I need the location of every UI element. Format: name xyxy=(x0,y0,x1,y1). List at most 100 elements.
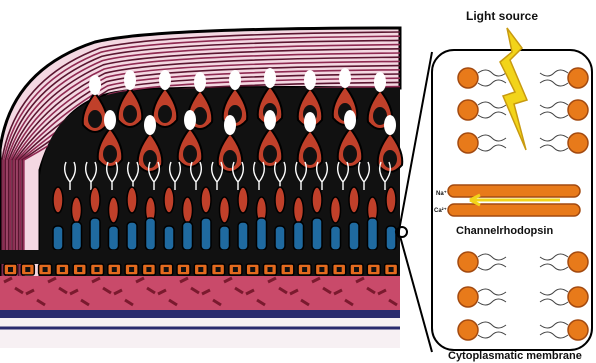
cell-gap xyxy=(374,72,386,92)
photoreceptor-inner xyxy=(53,187,63,213)
photoreceptor-inner xyxy=(201,187,211,213)
calcium-ion-label: Ca²⁺ xyxy=(434,207,447,214)
pigment-granule xyxy=(60,267,65,272)
pigment-granule xyxy=(146,267,151,272)
pigment-granule xyxy=(268,267,273,272)
photoreceptor-inner xyxy=(127,187,137,213)
pigment-granule xyxy=(354,267,359,272)
rod-outer-segment xyxy=(312,218,322,250)
pigment-granule xyxy=(43,267,48,272)
rod-outer-segment xyxy=(220,226,230,250)
photoreceptor-inner xyxy=(220,197,230,223)
photoreceptor-inner xyxy=(312,187,322,213)
cell-gap xyxy=(264,68,276,88)
cell-nucleus xyxy=(343,145,357,163)
rod-outer-segment xyxy=(294,222,304,250)
cell-gap xyxy=(194,72,206,92)
cell-nucleus xyxy=(123,105,137,123)
pigment-granule xyxy=(233,267,238,272)
lipid-head xyxy=(568,252,588,272)
pigment-granule xyxy=(285,267,290,272)
pigment-granule xyxy=(112,267,117,272)
cell-nucleus xyxy=(143,150,157,168)
callout-connector xyxy=(396,52,432,352)
rod-outer-segment xyxy=(53,226,63,250)
cell-gap xyxy=(304,112,316,132)
photoreceptor-inner xyxy=(349,187,359,213)
lipid-head xyxy=(568,320,588,340)
cell-nucleus xyxy=(183,145,197,163)
lipid-head xyxy=(458,252,478,272)
photoreceptor-inner xyxy=(238,187,248,213)
cell-gap xyxy=(264,110,276,130)
cell-gap xyxy=(184,110,196,130)
pigment-granule xyxy=(25,267,30,272)
pigment-granule xyxy=(77,267,82,272)
lipid-head xyxy=(568,133,588,153)
rod-outer-segment xyxy=(386,226,396,250)
cell-gap xyxy=(124,70,136,90)
pigment-granule xyxy=(129,267,134,272)
cell-gap xyxy=(344,110,356,130)
rod-outer-segment xyxy=(257,218,267,250)
rod-outer-segment xyxy=(127,222,137,250)
cell-gap xyxy=(144,115,156,135)
lipid-head xyxy=(568,100,588,120)
lipid-head xyxy=(458,320,478,340)
rod-outer-segment xyxy=(109,226,119,250)
lipid-head xyxy=(568,68,588,88)
rod-outer-segment xyxy=(275,226,285,250)
rod-outer-segment xyxy=(368,218,378,250)
photoreceptor-inner xyxy=(109,197,119,223)
pigment-granule xyxy=(216,267,221,272)
rod-outer-segment xyxy=(349,222,359,250)
cell-gap xyxy=(384,115,396,135)
pigment-granule xyxy=(319,267,324,272)
rod-outer-segment xyxy=(331,226,341,250)
photoreceptor-inner xyxy=(294,197,304,223)
cell-gap xyxy=(304,70,316,90)
cell-gap xyxy=(339,68,351,88)
pigment-band-base xyxy=(0,276,400,310)
photoreceptor-inner xyxy=(275,187,285,213)
rod-outer-segment xyxy=(183,222,193,250)
cell-gap xyxy=(104,110,116,130)
lipid-head xyxy=(458,100,478,120)
cytoplasmatic-membrane-label: Cytoplasmatic membrane xyxy=(448,350,582,362)
sodium-ion-label: Na⁺ xyxy=(436,190,447,197)
photoreceptor-inner xyxy=(164,187,174,213)
photoreceptor-inner xyxy=(386,187,396,213)
light-source-label: Light source xyxy=(466,9,538,23)
photoreceptor-inner xyxy=(183,197,193,223)
photoreceptor-inner xyxy=(72,197,82,223)
basal-layer xyxy=(0,318,400,348)
pigment-granule xyxy=(389,267,394,272)
pigment-granule xyxy=(250,267,255,272)
rod-outer-segment xyxy=(72,222,82,250)
cell-nucleus xyxy=(263,145,277,163)
pigment-band-dark xyxy=(0,250,400,264)
photoreceptor-inner xyxy=(331,197,341,223)
cell-gap xyxy=(224,115,236,135)
pigment-granule xyxy=(302,267,307,272)
pigment-granule xyxy=(198,267,203,272)
rod-outer-segment xyxy=(164,226,174,250)
rod-outer-segment xyxy=(146,218,156,250)
rod-outer-segment xyxy=(238,222,248,250)
cell-gap xyxy=(229,70,241,90)
pigment-granule xyxy=(95,267,100,272)
lipid-head xyxy=(458,133,478,153)
pigment-granule xyxy=(337,267,342,272)
lipid-head xyxy=(458,287,478,307)
pigment-granule xyxy=(181,267,186,272)
pigment-granule xyxy=(371,267,376,272)
lipid-head xyxy=(568,287,588,307)
membrane-callout xyxy=(432,28,592,350)
photoreceptor-inner xyxy=(90,187,100,213)
pigment-granule xyxy=(164,267,169,272)
lipid-head xyxy=(458,68,478,88)
cell-nucleus xyxy=(88,110,102,128)
channelrhodopsin-label: Channelrhodopsin xyxy=(456,225,553,237)
retina-cross-section xyxy=(0,28,432,352)
